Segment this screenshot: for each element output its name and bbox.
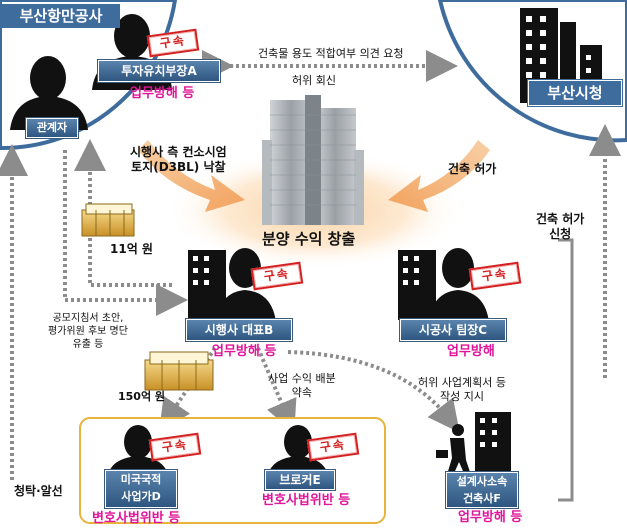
city-hall-title: 부산시청 [528,80,622,106]
charge-d: 변호사법위반 등 [92,511,181,526]
label-selection-line1: 시행사 측 컨소시엄 [130,145,227,159]
label-false-reply: 허위 회신 [292,74,336,87]
label-permit-granted: 건축 허가 [448,162,497,176]
money-11-image [81,203,135,237]
architect-silhouette [436,412,511,480]
label-permit-request: 건축물 용도 적합여부 의견 요청 [258,47,404,60]
port-authority-title: 부산항만공사 [2,4,120,28]
name-us-businessman-line1: 미국국적 [120,473,162,486]
charge-b: 업무방해 등 [212,344,277,359]
label-profit-share-line1: 사업 수익 배분 [268,372,336,385]
label-bribe-150: 150억 원 [118,390,166,403]
label-false-plan: 허위 사업계획서 등 작성 지시 [418,376,506,404]
name-related-person: 관계자 [26,118,78,138]
label-profit-share: 사업 수익 배분 약속 [268,372,336,400]
charge-e: 변호사법위반 등 [262,493,351,508]
label-selection-line2: 토지(D3BL) 낙찰 [131,160,226,174]
right-bracket [558,238,574,502]
orange-arrow-right [388,140,490,212]
label-solicitation: 청탁·알선 [14,484,63,498]
name-architect: 설계사소속 건축사F [446,472,518,508]
label-profit-share-line2: 약속 [291,386,312,399]
label-permit-apply-line2: 신청 [549,227,572,241]
name-broker: 브로커E [265,470,335,490]
constructor-building-silhouette [398,248,489,322]
name-developer-ceo: 시행사 대표B [186,319,292,341]
leak-arrow [63,150,188,316]
tower-building-image [262,95,364,225]
profit-share-arrow [256,347,297,433]
label-leak-line3: 유출 등 [72,339,104,350]
name-architect-line2: 건축사F [463,492,501,505]
name-us-businessman-line2: 사업가D [121,490,161,503]
label-permit-apply-line1: 건축 허가 [536,212,585,226]
orange-arrow-left [138,140,245,212]
charge-a: 업무방해 등 [130,86,195,101]
name-construction-lead: 시공사 팀장C [400,319,506,341]
false-plan-arrow [287,350,460,433]
charge-f: 업무방해 등 [458,510,523,525]
label-bribe-11: 11억 원 [110,242,153,256]
label-profit-creation: 분양 수익 창출 [262,230,356,248]
label-false-plan-line1: 허위 사업계획서 등 [418,376,506,389]
name-architect-line1: 설계사소속 [456,475,508,488]
label-leak: 공모지침서 초안, 평가위원 후보 명단 유출 등 [48,312,128,351]
label-leak-line1: 공모지침서 초안, [52,313,124,324]
name-us-businessman: 미국국적 사업가D [105,470,177,508]
label-leak-line2: 평가위원 후보 명단 [48,326,128,337]
money-150-image [144,351,214,391]
label-permit-apply: 건축 허가 신청 [536,212,584,242]
label-selection: 시행사 측 컨소시엄 토지(D3BL) 낙찰 [130,145,227,175]
label-false-plan-line2: 작성 지시 [439,390,484,403]
name-investment-manager: 투자유치부장A [98,60,220,82]
charge-c: 업무방해 [447,344,495,359]
bribe-11-arrow [74,139,172,287]
